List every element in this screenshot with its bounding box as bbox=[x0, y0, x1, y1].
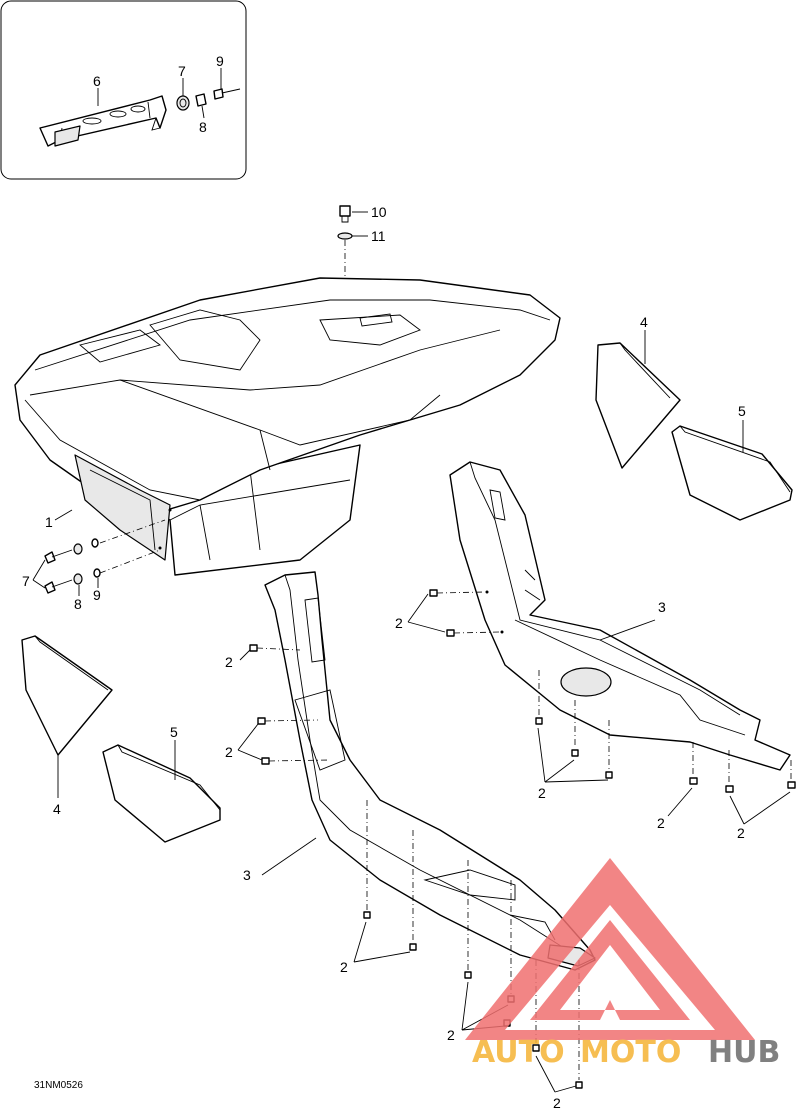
right-panels: 4 5 bbox=[595, 314, 793, 521]
watermark-triangle bbox=[465, 858, 755, 1040]
callout-5-right: 5 bbox=[738, 403, 746, 419]
main-cover: 1 bbox=[14, 277, 561, 576]
watermark-text-moto: MOTO bbox=[580, 1035, 681, 1070]
top-fasteners: 10 11 bbox=[337, 204, 387, 300]
callout-2-i: 2 bbox=[553, 1095, 561, 1111]
watermark-text-hub: HUB bbox=[708, 1035, 780, 1070]
callout-2-b: 2 bbox=[538, 785, 546, 801]
callout-5-left: 5 bbox=[170, 724, 178, 740]
callout-8-left: 8 bbox=[74, 596, 82, 612]
callout-4-right: 4 bbox=[640, 314, 648, 330]
callout-2-a: 2 bbox=[395, 615, 403, 631]
watermark-logo: AUTO MOTO HUB bbox=[465, 858, 780, 1070]
right-pan: 3 2 2 2 2 bbox=[395, 461, 796, 841]
callout-1: 1 bbox=[45, 514, 53, 530]
callout-8-inset: 8 bbox=[199, 119, 207, 135]
callout-3-right: 3 bbox=[658, 599, 666, 615]
callout-7-inset: 7 bbox=[178, 63, 186, 79]
callout-9-inset: 9 bbox=[216, 53, 224, 69]
callout-7-left: 7 bbox=[22, 573, 30, 589]
left-panels: 4 5 bbox=[21, 635, 221, 843]
left-fasteners: 7 8 9 bbox=[22, 519, 166, 612]
callout-6-inset: 6 bbox=[93, 73, 101, 89]
callout-2-e: 2 bbox=[225, 654, 233, 670]
callout-2-g: 2 bbox=[340, 959, 348, 975]
inset-detail: 6 7 8 9 bbox=[0, 0, 247, 180]
callout-2-f: 2 bbox=[225, 744, 233, 760]
callout-4-left: 4 bbox=[53, 801, 61, 817]
callout-3-center: 3 bbox=[243, 867, 251, 883]
callout-2-c: 2 bbox=[657, 815, 665, 831]
watermark-text-auto: AUTO bbox=[472, 1035, 565, 1070]
drawing-code: 31NM0526 bbox=[34, 1080, 83, 1091]
callout-2-d: 2 bbox=[737, 825, 745, 841]
callout-2-h: 2 bbox=[447, 1027, 455, 1043]
callout-10: 10 bbox=[371, 204, 387, 220]
callout-11: 11 bbox=[371, 228, 386, 244]
callout-9-left: 9 bbox=[93, 587, 101, 603]
